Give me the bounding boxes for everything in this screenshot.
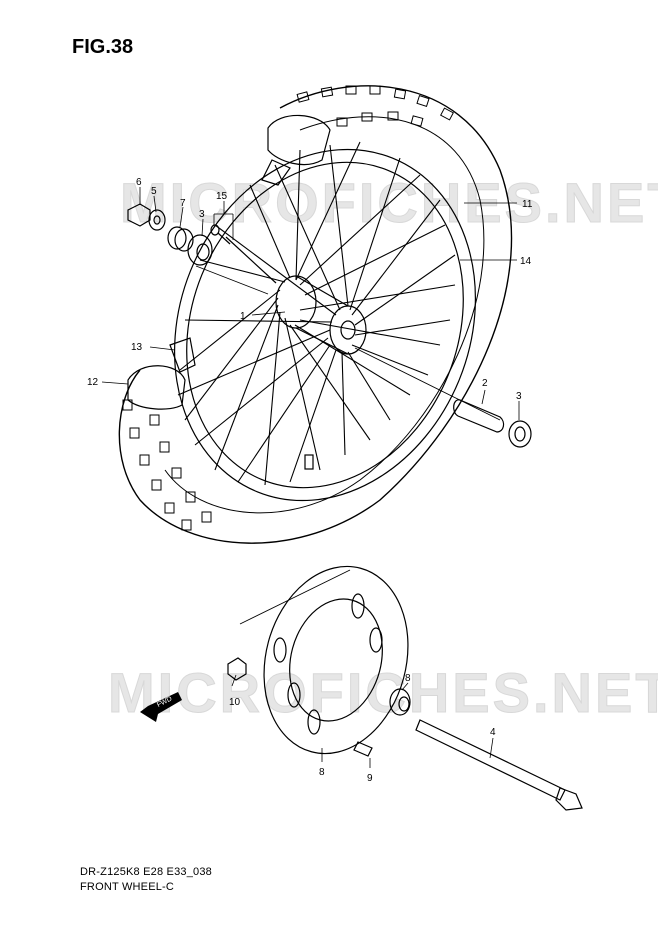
- watermark-bottom: MICROFICHES.NET: [108, 661, 658, 724]
- wheel-assembly: [118, 85, 513, 544]
- rim-band-top: [267, 114, 331, 165]
- callout-7: 7: [180, 198, 186, 209]
- figure-title: FIG.38: [72, 36, 134, 58]
- callout-4: 4: [490, 727, 496, 738]
- callout-14: 14: [520, 256, 532, 267]
- callout-1: 1: [240, 311, 246, 322]
- brake-disc-assembly: [227, 565, 583, 811]
- hub-parts-left: [127, 203, 277, 295]
- spacer-8: [389, 688, 411, 716]
- rim-band-tail: [261, 159, 291, 186]
- tire: [118, 85, 513, 544]
- spokes: [177, 141, 456, 486]
- callout-6: 6: [136, 177, 142, 188]
- callout-labels: 6 5 7 3 15 1 11 14 13 12 2 3 8 10 8 9 4: [87, 177, 533, 784]
- callout-2: 2: [482, 378, 488, 389]
- bearing-3-right: [508, 420, 532, 448]
- footer-model-code: DR-Z125K8 E28 E33_038: [80, 866, 213, 878]
- spacer-2: [453, 399, 505, 433]
- tube-segment: [127, 365, 186, 410]
- screw-15a: [210, 224, 220, 236]
- bearing-3-left: [187, 234, 213, 266]
- callout-9: 9: [367, 773, 373, 784]
- footer-section-name: FRONT WHEEL-C: [80, 881, 175, 893]
- callout-3-right: 3: [516, 391, 522, 402]
- tread-blocks: [122, 85, 454, 531]
- rim-inner: [186, 161, 464, 489]
- spacer-7: [167, 226, 187, 250]
- disc-bolt-9: [353, 741, 373, 757]
- callout-8-spacer: 8: [405, 673, 411, 684]
- callout-13: 13: [131, 342, 143, 353]
- rim-outer: [173, 148, 477, 502]
- axle-4: [415, 719, 566, 801]
- tire-inner-wall: [164, 116, 485, 514]
- hub-parts-right: [354, 347, 532, 448]
- washer-5: [148, 209, 166, 231]
- brake-disc: [263, 565, 409, 755]
- callout-12: 12: [87, 377, 99, 388]
- callout-8-disc: 8: [319, 767, 325, 778]
- callout-10: 10: [229, 697, 241, 708]
- leader-lines: [101, 187, 520, 768]
- callout-5: 5: [151, 186, 157, 197]
- callout-15: 15: [216, 191, 228, 202]
- valve-stem: [304, 454, 314, 470]
- disc-nut-10: [227, 657, 247, 681]
- callout-3-left: 3: [199, 209, 205, 220]
- callout-11: 11: [522, 199, 533, 210]
- rim-band: [169, 337, 196, 373]
- hub-flange-right: [329, 305, 367, 355]
- watermark-top: MICROFICHES.NET: [120, 171, 658, 234]
